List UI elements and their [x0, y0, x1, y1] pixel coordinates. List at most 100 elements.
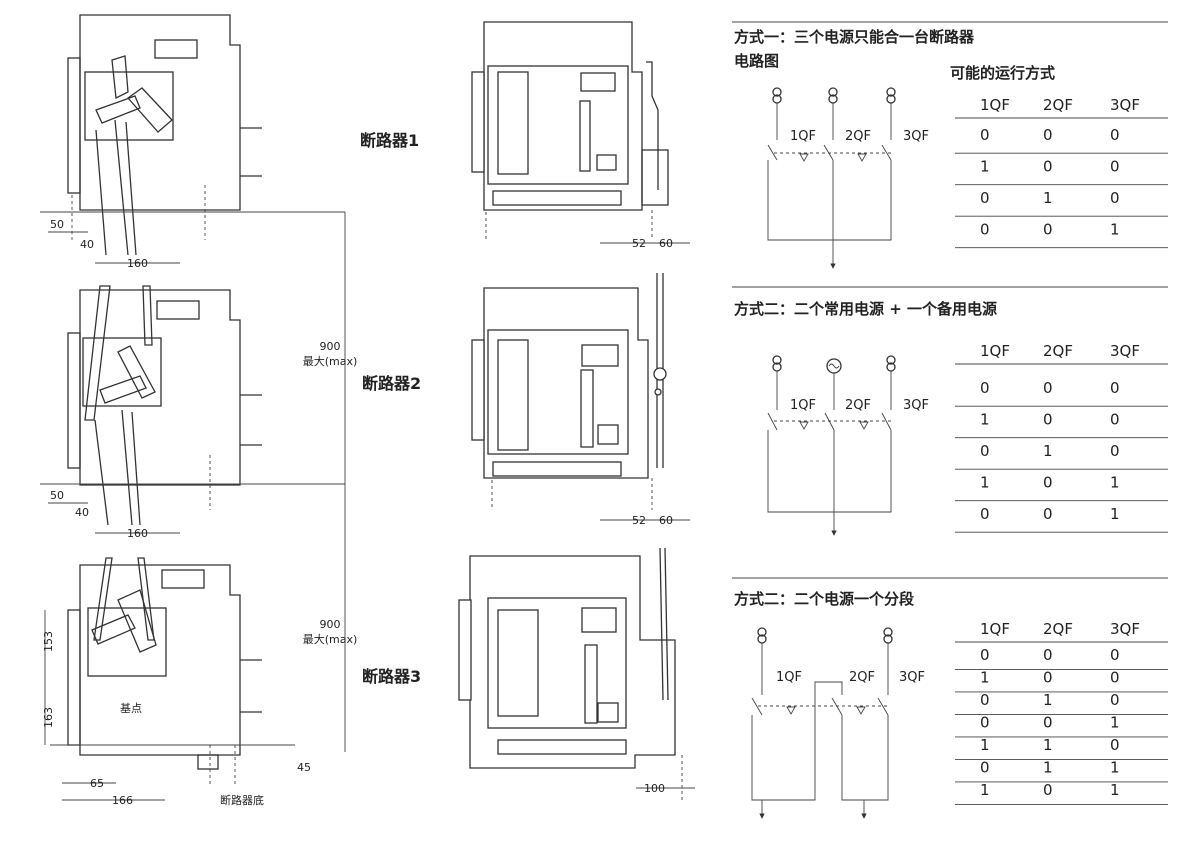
- table-3-cell: 1: [1043, 759, 1053, 777]
- table-2-cell: 0: [1043, 474, 1053, 492]
- table-3-cell: 0: [1043, 714, 1053, 732]
- spacing-note-2: 最大(max): [303, 632, 358, 646]
- dim-b2-40: 40: [75, 506, 89, 519]
- breaker-3-front-view: [458, 547, 683, 800]
- dim-side-52-b: 52: [632, 514, 646, 527]
- c2-3qf: 3QF: [903, 398, 929, 413]
- dim-side-52-a: 52: [632, 237, 646, 250]
- table-2-cell: 1: [980, 474, 990, 492]
- table-3-cell: 0: [980, 759, 990, 777]
- origin-label: 基点: [120, 702, 142, 715]
- table-1-cell: 0: [1043, 221, 1053, 239]
- table-1-cell: 0: [1043, 158, 1053, 176]
- table-2-cell: 0: [980, 505, 990, 523]
- dim-b3-65: 65: [90, 777, 104, 790]
- table-2-cell: 0: [980, 379, 990, 397]
- table-1-cell: 1: [1110, 221, 1120, 239]
- dim-b2-50: 50: [50, 489, 64, 502]
- breaker-2-label: 断路器2: [362, 374, 421, 393]
- table-2-cell: 1: [980, 411, 990, 429]
- table-1-cell: 0: [1110, 158, 1120, 176]
- table-3-cell: 0: [1110, 736, 1120, 754]
- table-1-cell: 0: [980, 126, 990, 144]
- base-label: 断路器底: [220, 793, 264, 807]
- table-1-header-3: 3QF: [1110, 96, 1140, 114]
- table-2-cell: 1: [1043, 442, 1053, 460]
- table-3-cell: 1: [980, 736, 990, 754]
- table-3-cell: 0: [980, 691, 990, 709]
- table-2-cell: 1: [1110, 505, 1120, 523]
- table-2-cell: 0: [1110, 379, 1120, 397]
- spacing-value-1: 900: [320, 340, 341, 353]
- dim-b3-166: 166: [112, 794, 133, 807]
- c2-1qf: 1QF: [790, 398, 816, 413]
- dim-b1-160: 160: [127, 257, 148, 270]
- table-3-cell: 1: [1110, 781, 1120, 799]
- table-3-header-2: 2QF: [1043, 620, 1073, 638]
- table-3-cell: 0: [1043, 669, 1053, 687]
- section-1-table-label: 可能的运行方式: [950, 64, 1055, 82]
- breaker-2-side-view: [67, 285, 262, 526]
- table-2-header-1: 1QF: [980, 342, 1010, 360]
- c1-3qf: 3QF: [903, 129, 929, 144]
- dim-side-60-a: 60: [659, 237, 673, 250]
- table-1-header-2: 2QF: [1043, 96, 1073, 114]
- table-3-header-1: 1QF: [980, 620, 1010, 638]
- c1-2qf: 2QF: [845, 129, 871, 144]
- table-1-header-1: 1QF: [980, 96, 1010, 114]
- breaker-3-label: 断路器3: [362, 667, 421, 686]
- table-3-cell: 0: [1043, 781, 1053, 799]
- table-2-cell: 0: [1110, 411, 1120, 429]
- c2-2qf: 2QF: [845, 398, 871, 413]
- section-3-title: 方式二：二个电源一个分段: [734, 590, 914, 608]
- dim-side-100: 100: [644, 782, 665, 795]
- dim-b3-153: 153: [42, 631, 55, 652]
- table-3-cell: 1: [980, 669, 990, 687]
- dim-side-60-b: 60: [659, 514, 673, 527]
- table-2-cell: 0: [1110, 442, 1120, 460]
- table-3-cell: 0: [1043, 646, 1053, 664]
- c1-1qf: 1QF: [790, 129, 816, 144]
- spacing-value-2: 900: [320, 618, 341, 631]
- circuit-diagram-1: [767, 87, 896, 269]
- breaker-2-front-view: [471, 273, 667, 510]
- dimension-lines: [40, 211, 695, 801]
- table-2-header-3: 3QF: [1110, 342, 1140, 360]
- dim-b1-50: 50: [50, 218, 64, 231]
- table-2-cell: 0: [1043, 379, 1053, 397]
- table-1-cell: 0: [1043, 126, 1053, 144]
- section-1-title: 方式一：三个电源只能合一台断路器: [734, 28, 975, 46]
- table-3-cell: 0: [1110, 669, 1120, 687]
- table-3-cell: 1: [1043, 691, 1053, 709]
- table-1-cell: 0: [1110, 189, 1120, 207]
- table-3-cell: 0: [980, 646, 990, 664]
- table-2-cell: 1: [1110, 474, 1120, 492]
- dim-b3-45: 45: [297, 761, 311, 774]
- c3-1qf: 1QF: [776, 670, 802, 685]
- breaker-1-side-view: [67, 14, 262, 256]
- breaker-3-side-view: [67, 557, 262, 785]
- table-2-cell: 0: [980, 442, 990, 460]
- circuit-diagram-2: [767, 355, 896, 536]
- circuit-diagram-3: [751, 627, 893, 819]
- breaker-1-front-view: [471, 21, 669, 240]
- table-1-cell: 1: [980, 158, 990, 176]
- table-2-cell: 0: [1043, 411, 1053, 429]
- table-3-cell: 1: [1043, 736, 1053, 754]
- table-3-cell: 0: [980, 714, 990, 732]
- dim-b2-160: 160: [127, 527, 148, 540]
- dim-b1-40: 40: [80, 238, 94, 251]
- spacing-note-1: 最大(max): [303, 354, 358, 368]
- section-1-circuit-label: 电路图: [734, 52, 779, 70]
- c3-2qf: 2QF: [849, 670, 875, 685]
- c3-3qf: 3QF: [899, 670, 925, 685]
- table-2-header-2: 2QF: [1043, 342, 1073, 360]
- table-1-cell: 1: [1043, 189, 1053, 207]
- table-3-cell: 0: [1110, 691, 1120, 709]
- table-3-cell: 1: [1110, 714, 1120, 732]
- table-1-cell: 0: [980, 221, 990, 239]
- dim-b3-163: 163: [42, 707, 55, 728]
- table-1-cell: 0: [1110, 126, 1120, 144]
- operation-tables: 1QF 2QF 3QF 0 0 0 1 0 0 0 1 0 0 0 1 1QF 2QF 3QF 0 0 0 1 0 0 0 1 0 1…: [955, 96, 1168, 805]
